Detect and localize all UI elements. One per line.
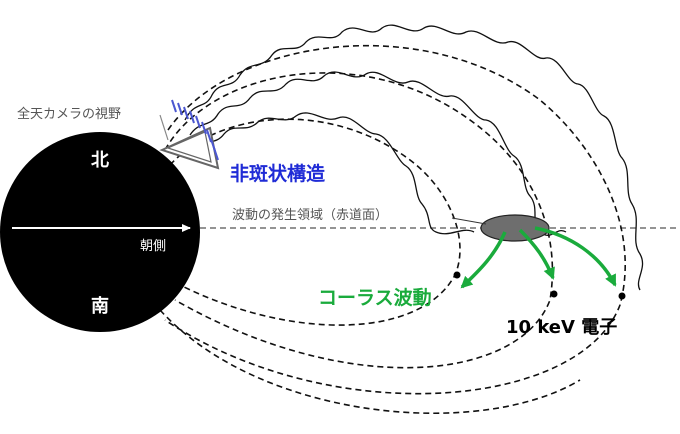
field-line-2 xyxy=(164,44,626,395)
earth xyxy=(0,132,200,332)
field-line-4 xyxy=(159,309,581,414)
chorus-arrow-3 xyxy=(534,226,617,287)
camera-leader xyxy=(159,114,169,141)
south-label: 南 xyxy=(91,295,109,317)
chorus-arrows xyxy=(460,226,617,289)
camera-fov-cone-inner xyxy=(166,131,212,163)
camera-fov xyxy=(159,99,220,170)
wave-region-label: 波動の発生領域（赤道面） xyxy=(232,207,388,223)
fov-blue-ticks xyxy=(171,99,219,161)
region-leader xyxy=(451,217,487,225)
wave-generation-region xyxy=(480,214,550,242)
wave-path-2 xyxy=(189,71,567,237)
chorus-label: コーラス波動 xyxy=(318,286,432,309)
electron-dot-1 xyxy=(453,271,461,279)
electron-dot-3 xyxy=(618,292,626,300)
camera-fov-label: 全天カメラの視野 xyxy=(17,106,121,122)
field-lines xyxy=(159,44,626,414)
field-line-1 xyxy=(164,72,554,369)
electron-dot-2 xyxy=(550,290,558,298)
north-label: 北 xyxy=(91,150,109,171)
chorus-arrow-2 xyxy=(518,228,555,280)
wave-paths xyxy=(184,24,644,291)
dawn-side-label: 朝側 xyxy=(140,239,166,254)
chorus-arrow-1 xyxy=(460,231,507,289)
electron-label: 10 keV 電子 xyxy=(506,317,617,338)
non-patchy-label: 非斑状構造 xyxy=(230,162,326,185)
wave-path-3 xyxy=(194,112,475,235)
wave-path-1 xyxy=(184,24,644,291)
electron-dots xyxy=(453,271,626,300)
field-line-3 xyxy=(169,118,461,326)
